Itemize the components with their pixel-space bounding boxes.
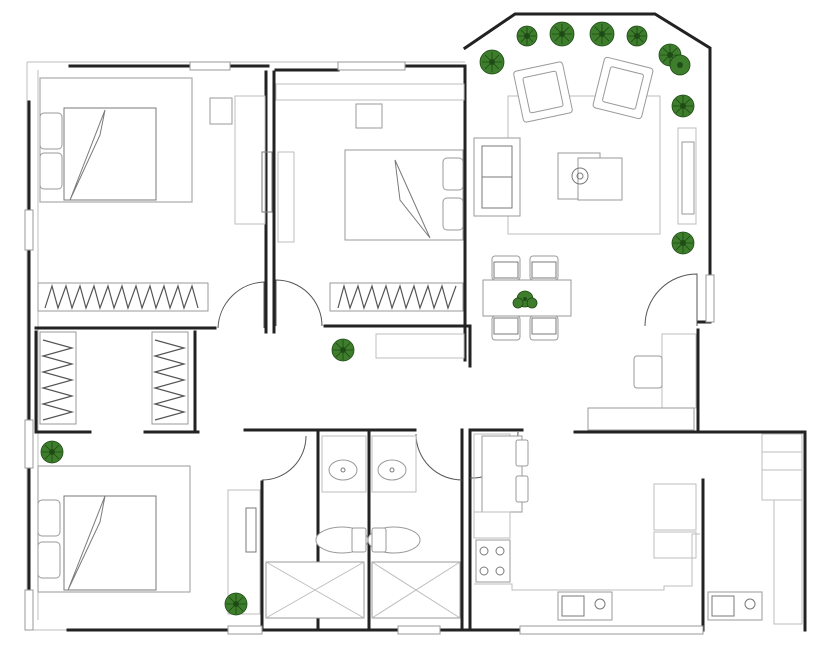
toilet-icon: [315, 526, 369, 554]
wardrobe-rows: [37, 282, 465, 425]
sink-icon: [377, 459, 407, 481]
window-icon: [24, 419, 34, 469]
window-icon: [337, 61, 406, 71]
plant-icon: [40, 440, 64, 464]
laundry: [707, 433, 803, 625]
coffee-table: [557, 152, 623, 201]
plant-icon: [589, 21, 615, 47]
sink-icon: [707, 591, 763, 621]
plant-icon: [671, 231, 695, 255]
plants: [40, 21, 695, 616]
living-room: [473, 56, 697, 235]
chair-icon: [355, 103, 383, 129]
chair-icon: [529, 255, 559, 281]
plant-icon: [669, 54, 691, 76]
armchair-1: [513, 61, 573, 123]
dining-area: [482, 255, 572, 341]
sink-icon: [557, 591, 613, 621]
window-icon: [24, 209, 34, 251]
window-icon: [24, 589, 34, 631]
plant-icon: [516, 25, 538, 47]
bedroom-bottom-left: [37, 465, 261, 615]
door-swing-icon: [415, 433, 463, 481]
chair-icon: [209, 97, 233, 125]
door-swing-icon: [275, 279, 323, 327]
chair-icon: [515, 475, 529, 503]
plant-icon: [331, 338, 355, 362]
window-icon: [705, 274, 715, 323]
door-swing-icon: [261, 435, 307, 481]
chair-icon: [491, 255, 521, 281]
bedroom-top-left: [39, 77, 266, 225]
chair-icon: [633, 355, 663, 389]
plant-icon: [512, 290, 538, 309]
plant-icon: [224, 592, 248, 616]
door-swing-icon: [217, 281, 265, 329]
window-icon: [189, 61, 231, 71]
sofa: [473, 137, 521, 217]
sink-icon: [328, 459, 358, 481]
bathroom-left: [265, 435, 369, 619]
bedroom-top-middle: [261, 83, 465, 243]
chair-icon: [529, 315, 559, 341]
door-swing-icon: [644, 273, 698, 327]
kitchen: [473, 433, 700, 621]
plant-icon: [479, 49, 505, 75]
armchair-2: [592, 56, 654, 120]
window-icon: [227, 625, 263, 635]
window-icon: [519, 625, 704, 635]
stove-icon: [475, 539, 511, 583]
entry-desk: [587, 333, 697, 431]
plant-icon: [549, 21, 575, 47]
chair-icon: [515, 439, 529, 467]
plant-icon: [626, 25, 648, 47]
plant-icon: [671, 94, 695, 118]
windows: [24, 61, 715, 635]
window-icon: [397, 625, 441, 635]
chair-icon: [491, 315, 521, 341]
bathroom-right: [367, 435, 461, 619]
toilet-icon: [367, 526, 421, 554]
